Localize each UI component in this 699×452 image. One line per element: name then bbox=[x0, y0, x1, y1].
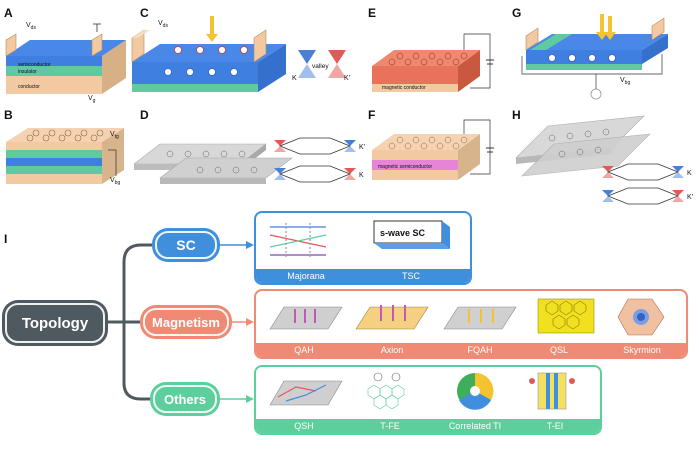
panel-a-vds-label: Vds bbox=[26, 22, 36, 31]
mag-item-qah: QAH bbox=[294, 345, 314, 355]
sc-examples-panel: Majorana TSC s-wave SC bbox=[254, 211, 472, 285]
panel-b-vtg-label: Vtg bbox=[110, 131, 119, 140]
oth-item-tfe: T-FE bbox=[380, 421, 400, 431]
panel-f-device: magnetic semiconductor bbox=[368, 114, 500, 204]
sc-caption-bar bbox=[256, 269, 470, 283]
panel-d-k-label: K bbox=[359, 172, 364, 179]
mag-item-skyrmion: Skyrmion bbox=[623, 345, 661, 355]
panel-c-k-label: K bbox=[292, 75, 297, 82]
branch-node-sc-ring bbox=[155, 231, 217, 259]
others-caption-bar bbox=[256, 419, 600, 433]
branch-node-magnetism: Magnetism bbox=[140, 305, 232, 339]
panel-a-semiconductor-label: semiconductor bbox=[18, 62, 51, 68]
topology-root-node-ring bbox=[5, 303, 105, 343]
panel-label-h: H bbox=[512, 108, 521, 122]
sc-item-majorana: Majorana bbox=[287, 271, 325, 281]
panel-label-b: B bbox=[4, 108, 13, 122]
others-examples-panel: QSH T-FE Correlated TI T-EI bbox=[254, 365, 602, 435]
panel-d-kprime-label: K' bbox=[359, 144, 365, 151]
panel-label-e: E bbox=[368, 6, 377, 20]
panel-label-g: G bbox=[512, 6, 522, 20]
panel-label-a: A bbox=[4, 6, 13, 20]
topology-root-label: Topology bbox=[21, 314, 89, 332]
branch-node-sc: SC bbox=[152, 228, 220, 262]
magnetism-examples-panel: QAH Axion FQAH QSL Skyrmion bbox=[254, 289, 688, 359]
topology-root-node: Topology bbox=[2, 300, 108, 346]
mag-item-axion: Axion bbox=[380, 345, 404, 355]
panel-a-vg-label: Vg bbox=[88, 95, 96, 104]
panel-g-vbg-label: Vbg bbox=[620, 77, 630, 86]
mag-item-qsl: QSL bbox=[549, 345, 568, 355]
branch-others-label: Others bbox=[164, 391, 206, 407]
oth-item-tei: T-EI bbox=[546, 421, 564, 431]
oth-item-correlated-ti: Correlated TI bbox=[448, 421, 502, 431]
panel-c-vds-label: Vds bbox=[158, 20, 168, 29]
branch-sc-label: SC bbox=[176, 237, 196, 253]
magnetism-illustrations bbox=[269, 298, 665, 336]
panel-a-conductor-label: conductor bbox=[18, 84, 40, 90]
panel-b-device: Vtg Vbg bbox=[2, 114, 132, 202]
panel-a-insulator-label: insulator bbox=[18, 69, 37, 75]
branch-node-magnetism-ring bbox=[143, 308, 229, 336]
panel-h-device: K K' bbox=[512, 112, 696, 208]
others-illustrations bbox=[269, 372, 575, 410]
magnetism-caption-bar bbox=[256, 343, 686, 357]
sc-illustrations: s-wave SC bbox=[269, 220, 450, 259]
branch-magnetism-label: Magnetism bbox=[152, 314, 220, 330]
panel-a-device: Vds semiconductor insulator conductor Vg bbox=[2, 14, 130, 104]
sc-swave-box-label: s-wave SC bbox=[380, 228, 426, 238]
panel-f-layer-label: magnetic semiconductor bbox=[378, 164, 433, 170]
panel-d-device: K' K bbox=[130, 124, 370, 204]
panel-e-layer-label: magnetic conductor bbox=[382, 85, 426, 91]
mag-item-fqah: FQAH bbox=[467, 345, 493, 355]
branch-node-others: Others bbox=[150, 382, 220, 416]
sc-item-tsc: TSC bbox=[402, 271, 420, 281]
panel-h-kprime-label: K' bbox=[687, 194, 693, 201]
panel-label-f: F bbox=[368, 108, 376, 122]
panel-c-kprime-label: K' bbox=[344, 75, 350, 82]
panel-c-device: Vds valley K K' bbox=[128, 10, 368, 104]
panel-h-k-label: K bbox=[687, 170, 692, 177]
panel-label-c: C bbox=[140, 6, 149, 20]
panel-label-d: D bbox=[140, 108, 149, 122]
panel-b-vbg-label: Vbg bbox=[110, 177, 120, 186]
panel-label-i: I bbox=[4, 232, 8, 246]
panel-g-device: Vbg bbox=[512, 10, 696, 104]
panel-e-device: magnetic conductor bbox=[368, 14, 500, 104]
panel-c-valley-label: valley bbox=[312, 63, 329, 70]
branch-node-others-ring bbox=[153, 385, 217, 413]
oth-item-qsh: QSH bbox=[294, 421, 314, 431]
